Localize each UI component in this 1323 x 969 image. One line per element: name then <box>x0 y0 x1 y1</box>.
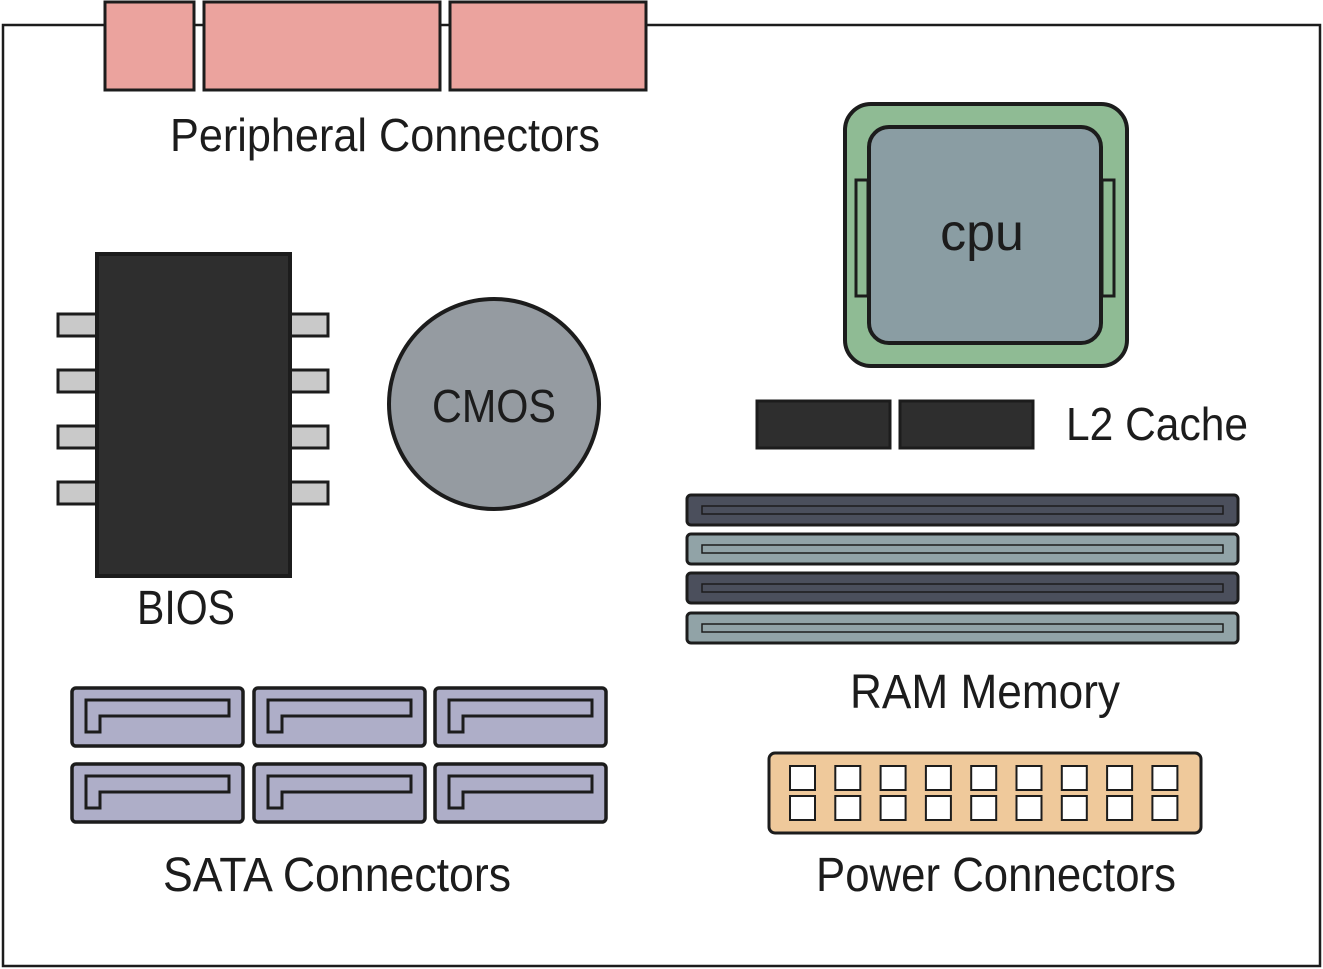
power-pin <box>924 765 952 791</box>
cpu-die <box>867 125 1103 345</box>
sata-key-slot <box>84 774 231 810</box>
l2-cache <box>755 399 1035 450</box>
power-pin <box>1015 795 1043 821</box>
ram-slot-groove <box>701 544 1224 554</box>
bios-pin <box>56 480 100 506</box>
power-connector-body <box>767 751 1203 835</box>
cmos-circle <box>387 297 601 511</box>
sata-connector <box>433 686 608 748</box>
power-pin <box>1015 765 1043 791</box>
bios-pin <box>286 312 330 338</box>
sata-connector <box>70 686 245 748</box>
ram-slot-groove <box>701 583 1224 593</box>
power-pins <box>789 765 1179 821</box>
sata-connectors-label: SATA Connectors <box>163 849 511 902</box>
sata-key-slot <box>266 774 413 810</box>
sata-connector <box>252 686 427 748</box>
power-pin <box>924 795 952 821</box>
power-pin <box>879 795 907 821</box>
power-pin <box>879 765 907 791</box>
sata-key-slot <box>447 774 594 810</box>
l2-cache-chip <box>898 399 1035 450</box>
l2-cache-label: L2 Cache <box>1066 398 1248 450</box>
bios-pin <box>286 424 330 450</box>
power-pin <box>789 795 816 821</box>
l2-cache-chip <box>755 399 892 450</box>
cpu-clip-left <box>854 178 870 298</box>
power-pin <box>970 765 998 791</box>
sata-connector <box>252 762 427 824</box>
power-connectors-label: Power Connectors <box>816 849 1176 902</box>
bios-chip-body <box>95 252 292 578</box>
bios-pin <box>286 480 330 506</box>
peripheral-connector <box>103 0 196 92</box>
bios-pin <box>56 368 100 394</box>
power-pin <box>834 795 862 821</box>
bios-label: BIOS <box>137 582 235 635</box>
cpu-label: cpu <box>940 204 1024 262</box>
sata-connector <box>70 762 245 824</box>
power-pin <box>1151 795 1179 821</box>
ram-slots <box>685 493 1240 645</box>
peripheral-connectors <box>103 0 648 92</box>
bios-pin <box>56 424 100 450</box>
sata-connector <box>433 762 608 824</box>
sata-key-slot <box>447 698 594 734</box>
sata-key-slot <box>84 698 231 734</box>
bios-chip <box>56 252 330 578</box>
peripheral-connector <box>202 0 442 92</box>
power-pin <box>1151 765 1179 791</box>
power-pin <box>1106 795 1134 821</box>
sata-key-slot <box>266 698 413 734</box>
power-pin <box>970 795 998 821</box>
peripheral-connectors-label: Peripheral Connectors <box>170 109 600 161</box>
ram-slot-groove <box>701 623 1224 633</box>
cmos-battery: CMOS <box>387 297 601 511</box>
ram-slot-groove <box>701 505 1224 515</box>
peripheral-connector <box>448 0 648 92</box>
power-pin <box>1106 765 1134 791</box>
cmos-label: CMOS <box>432 380 556 432</box>
power-pin <box>1060 795 1088 821</box>
bios-pin <box>56 312 100 338</box>
bios-pins-right <box>286 312 330 506</box>
cpu-clip-right <box>1100 178 1116 298</box>
bios-pin <box>286 368 330 394</box>
power-pin <box>834 765 862 791</box>
ram-memory-label: RAM Memory <box>850 666 1120 719</box>
cpu: cpu <box>843 102 1129 368</box>
power-pin <box>789 765 816 791</box>
power-connector <box>767 751 1203 835</box>
power-pin <box>1060 765 1088 791</box>
sata-connectors <box>70 686 608 824</box>
